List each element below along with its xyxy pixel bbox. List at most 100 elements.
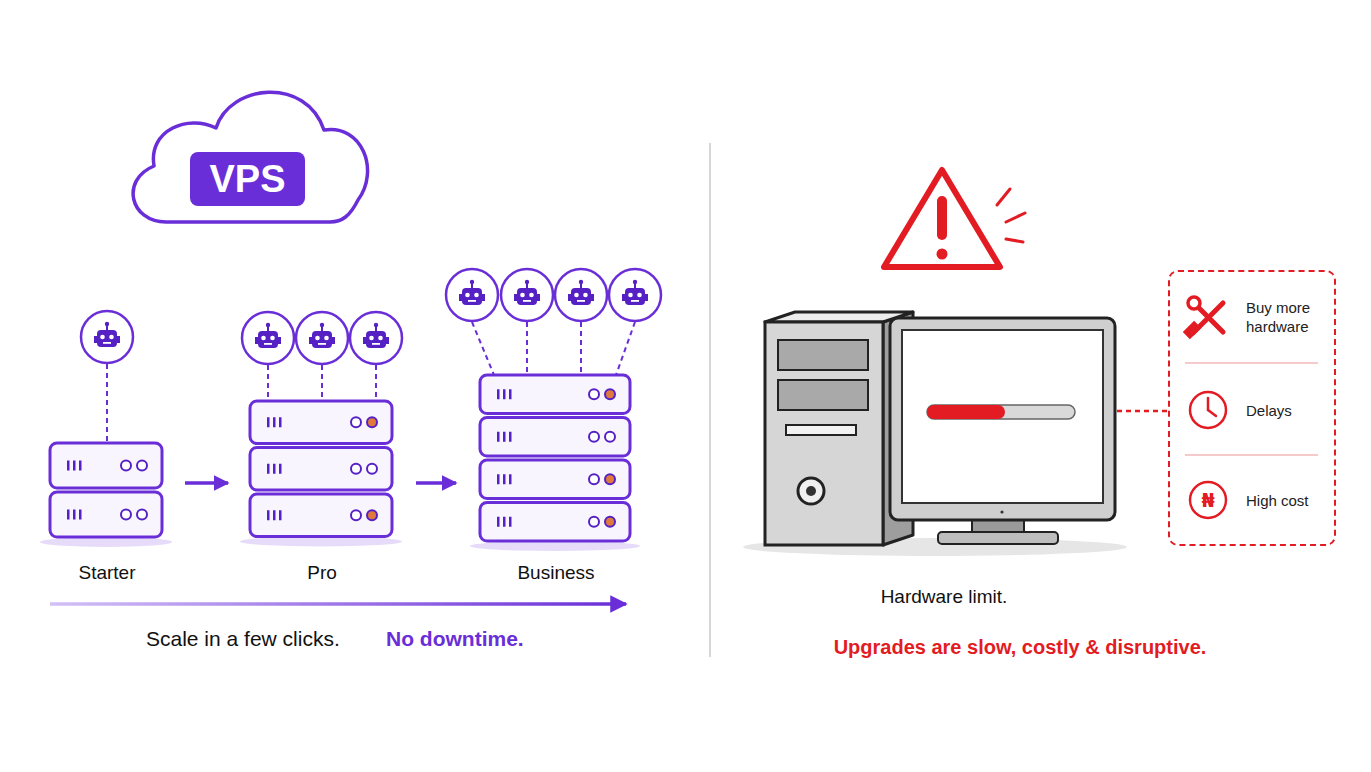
vent-bar (279, 417, 282, 427)
server-unit-body (480, 503, 630, 542)
robot-eye (369, 336, 374, 341)
vent-bar (267, 464, 270, 474)
robot-link (580, 322, 582, 375)
plan-label: Business (456, 562, 656, 584)
robot-eye (378, 336, 383, 341)
server-plan: Business (456, 430, 656, 590)
power-button-core (806, 486, 816, 496)
robot-link (526, 322, 528, 375)
issue-text: Delays (1246, 401, 1332, 420)
robot-eye (261, 336, 266, 341)
status-light (605, 474, 615, 484)
monitor-frame (890, 318, 1115, 520)
robot-circle (296, 312, 348, 364)
server-plan: Starter (40, 430, 185, 590)
divider-line (709, 143, 711, 657)
robot-ear (255, 337, 258, 344)
monitor-base (938, 532, 1058, 544)
robot-icon (81, 311, 133, 363)
robot-antenna-tip (633, 280, 637, 284)
robot-eye (583, 293, 588, 298)
server-unit (250, 494, 392, 537)
tower-front (765, 322, 883, 545)
robot-eye (109, 335, 114, 340)
monitor-screen (902, 330, 1103, 503)
server-unit (50, 443, 162, 488)
robot-eye (520, 293, 525, 298)
robot-ear (537, 294, 540, 301)
status-light (351, 510, 361, 520)
robot-mouth (318, 343, 326, 345)
vent-bar (73, 510, 76, 520)
robot-icon (446, 269, 498, 321)
drive-slot (786, 425, 856, 435)
robot-head (366, 331, 386, 348)
vent-bar (67, 461, 70, 471)
server-unit-body (250, 494, 392, 537)
status-light (605, 389, 615, 399)
vent-bar (503, 517, 506, 527)
vent-bar (67, 510, 70, 520)
server-unit (480, 375, 630, 414)
drive-bay (778, 340, 868, 370)
robot-ear (278, 337, 281, 344)
vps-badge: VPS (190, 152, 305, 206)
robot-circle (609, 269, 661, 321)
robot-circle (501, 269, 553, 321)
vent-bar (79, 510, 82, 520)
status-light (589, 389, 599, 399)
leader-line (1117, 410, 1168, 413)
caption-warning: Upgrades are slow, costly & disruptive. (790, 636, 1250, 659)
server-unit (480, 418, 630, 457)
wrench-head (1188, 297, 1200, 309)
robot-antenna-tip (105, 322, 109, 326)
status-light (121, 461, 131, 471)
robot-eye (637, 293, 642, 298)
caption-text: Scale in a few clicks. (146, 627, 340, 651)
robot-ear (459, 294, 462, 301)
robot-link (106, 364, 108, 443)
robot-icon (609, 269, 661, 321)
robot-eye (574, 293, 579, 298)
server-unit-body (250, 448, 392, 491)
status-light (367, 510, 377, 520)
robot-mouth (631, 300, 639, 302)
robot-antenna-tip (470, 280, 474, 284)
robot-eye (628, 293, 633, 298)
server-stack (446, 269, 661, 551)
vent-bar (503, 432, 506, 442)
warning-triangle (884, 170, 1000, 267)
cloud-shape (133, 92, 367, 222)
vent-bar (497, 432, 500, 442)
robot-icon (350, 312, 402, 364)
vent-bar (79, 461, 82, 471)
robot-link (321, 365, 323, 401)
robot-head (97, 330, 117, 347)
robot-icon (296, 312, 348, 364)
scale-arrow-connector (185, 481, 228, 485)
robot-mouth (523, 300, 531, 302)
robot-circle (81, 311, 133, 363)
robot-eye (324, 336, 329, 341)
alert-spark (1006, 239, 1023, 242)
robot-head (258, 331, 278, 348)
robot-head (462, 288, 482, 305)
vent-bar (279, 464, 282, 474)
vent-bar (497, 474, 500, 484)
server-unit (480, 503, 630, 542)
server-unit-body (250, 401, 392, 444)
vent-bar (273, 417, 276, 427)
robot-ear (568, 294, 571, 301)
status-light (137, 461, 147, 471)
vent-bar (267, 510, 270, 520)
robot-ear (622, 294, 625, 301)
row-separator (1185, 362, 1318, 364)
power-button (798, 478, 824, 504)
vent-bar (273, 510, 276, 520)
robot-icon (555, 269, 607, 321)
robot-eye (465, 293, 470, 298)
robot-ear (591, 294, 594, 301)
robot-ear (645, 294, 648, 301)
server-unit-body (50, 492, 162, 537)
